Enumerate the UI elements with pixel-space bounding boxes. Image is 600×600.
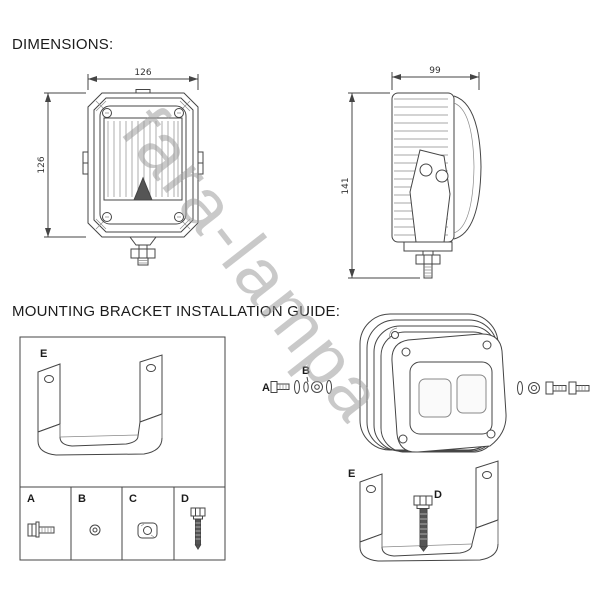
part-d-label: D — [181, 493, 189, 505]
screw-icon — [401, 347, 411, 357]
front-width-label: 126 — [134, 68, 151, 78]
bolt-icon — [568, 381, 577, 395]
part-a-bolt-icon — [27, 521, 55, 538]
part-d-bolt-icon — [190, 507, 206, 550]
front-bezel — [99, 105, 187, 225]
part-b-label: B — [78, 493, 86, 505]
assembly-exploded-view: A B — [262, 313, 590, 562]
side-height-label: 141 — [341, 177, 351, 194]
screw-icon — [486, 429, 496, 439]
front-height-dimension: 126 — [37, 92, 86, 238]
side-view-drawing: 99 141 — [341, 66, 482, 279]
part-a-label: A — [27, 493, 35, 505]
side-height-dimension: 141 — [341, 92, 420, 279]
bracket-hole — [146, 364, 156, 372]
front-height-label: 126 — [37, 156, 47, 173]
assembly-light-body — [359, 313, 507, 453]
led-segment — [456, 374, 487, 414]
led-segment — [418, 378, 452, 418]
front-view-drawing: 126 126 — [37, 68, 204, 266]
bracket-hole — [482, 471, 492, 479]
screw-icon — [482, 340, 492, 350]
side-depth-dimension: 99 — [391, 66, 480, 90]
assembly-bracket-drawing — [359, 460, 499, 562]
parts-panel: E A B C D — [19, 336, 226, 561]
bracket-hole — [44, 375, 54, 383]
bolt-icon — [270, 381, 278, 393]
washer-icon — [517, 381, 523, 395]
dimensions-section-title: DIMENSIONS: — [12, 36, 114, 53]
front-screws — [102, 108, 184, 222]
lens-notch — [133, 176, 153, 201]
side-bracket — [403, 149, 453, 252]
part-b-nut-icon — [89, 524, 101, 536]
front-width-dimension: 126 — [87, 68, 199, 90]
panel-bracket-label: E — [40, 348, 47, 360]
washer-icon — [303, 381, 309, 393]
front-lens — [103, 117, 183, 201]
side-depth-label: 99 — [429, 66, 441, 76]
front-housing — [82, 89, 204, 266]
assembly-right-hardware — [517, 381, 590, 395]
mounting-guide-section-title: MOUNTING BRACKET INSTALLATION GUIDE: — [12, 303, 341, 320]
ring-washer-icon — [311, 381, 323, 393]
screw-icon — [398, 434, 408, 444]
bracket-hole — [419, 163, 433, 177]
bolt-icon — [545, 381, 554, 395]
washer-icon — [294, 380, 300, 394]
part-c-flange-nut-icon — [137, 522, 158, 539]
bracket-hole — [435, 169, 449, 183]
assembly-e-label: E — [348, 468, 355, 480]
assembly-bolt-d — [413, 495, 433, 552]
lens-profile — [453, 95, 482, 240]
panel-bracket-drawing — [37, 354, 163, 456]
assembly-a-label: A — [262, 382, 270, 394]
lens-hatching — [107, 121, 179, 197]
corner-cross-marks — [95, 100, 191, 230]
bracket-hole — [366, 485, 376, 493]
parts-table: A B C D — [20, 486, 225, 560]
front-bottom-bolt — [129, 236, 157, 266]
side-bottom-bolt — [415, 250, 441, 279]
assembly-left-hardware — [270, 380, 332, 394]
part-c-label: C — [129, 493, 137, 505]
assembly-b-label: B — [302, 365, 310, 377]
assembly-d-label: D — [434, 489, 442, 501]
ring-washer-icon — [528, 382, 540, 394]
top-tab-hole — [391, 331, 399, 339]
top-tab — [135, 89, 151, 94]
washer-icon — [326, 380, 332, 394]
bracket-foot — [403, 241, 453, 252]
